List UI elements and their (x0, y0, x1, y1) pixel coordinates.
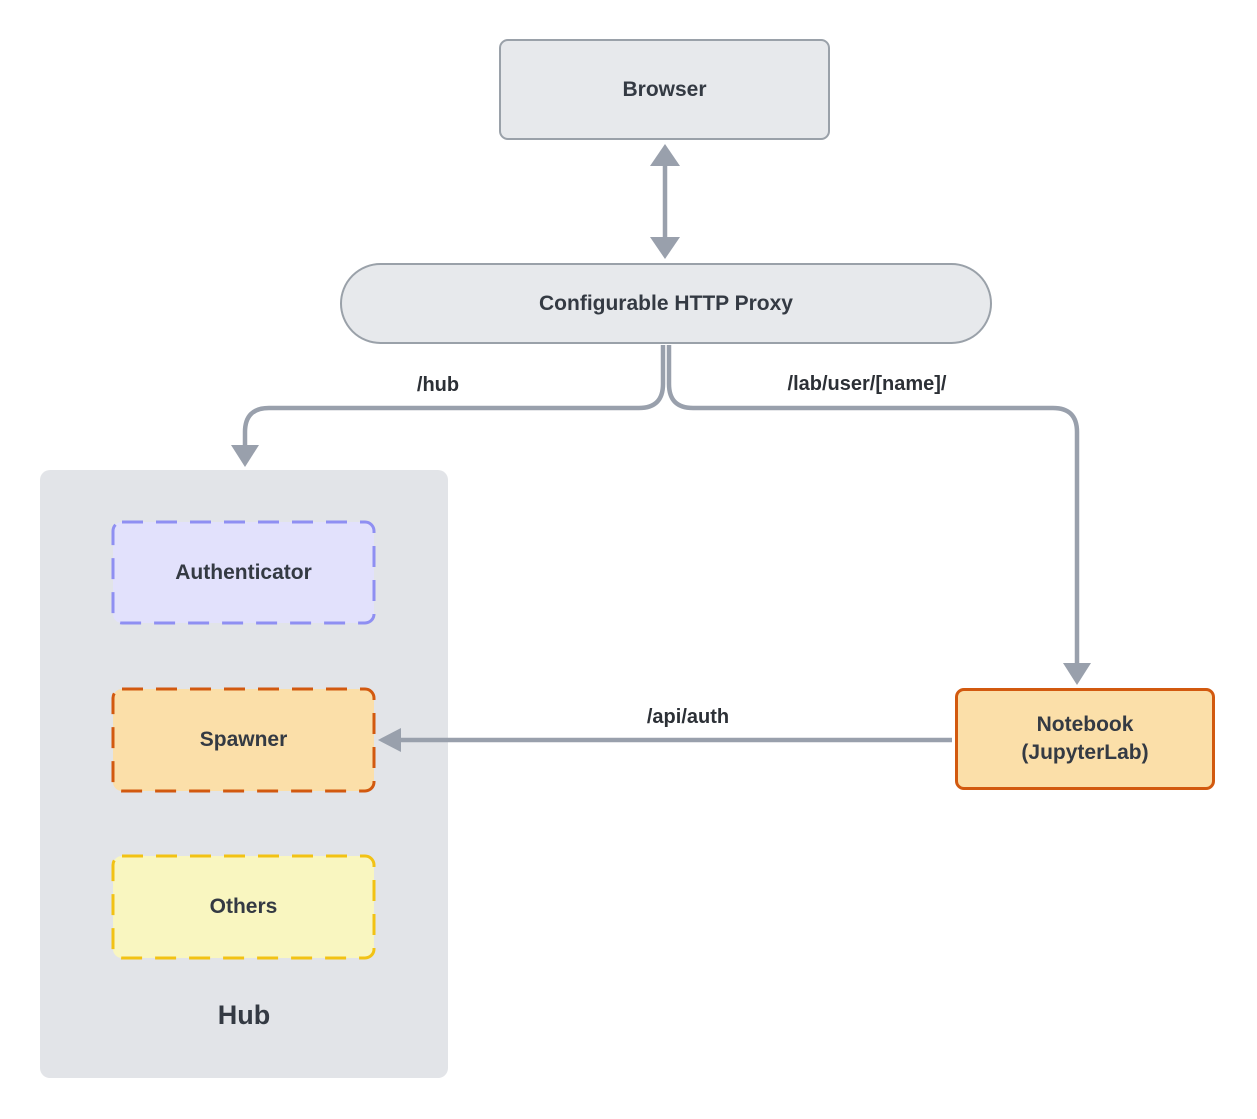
node-browser: Browser (499, 39, 830, 140)
arrow-up-icon (650, 144, 680, 166)
edge-label-lab-user-name: /lab/user/[name]/ (787, 373, 947, 395)
hub-group-container (40, 470, 448, 1078)
hub-group-label: Hub (217, 1000, 271, 1030)
node-proxy: Configurable HTTP Proxy (340, 263, 992, 344)
node-proxy-label: Configurable HTTP Proxy (539, 291, 793, 315)
edge-label-api-auth: /api/auth (646, 706, 730, 728)
arrow-down-icon (231, 445, 259, 467)
arrow-down-icon (650, 237, 680, 259)
edge-label-hub: /hub (416, 374, 460, 396)
node-notebook-label: Notebook (1036, 713, 1134, 737)
node-notebook-sublabel: (JupyterLab) (1021, 741, 1149, 764)
arrow-down-icon (1063, 663, 1091, 685)
node-browser-label: Browser (622, 77, 707, 101)
node-notebook: Notebook (JupyterLab) (955, 688, 1215, 790)
